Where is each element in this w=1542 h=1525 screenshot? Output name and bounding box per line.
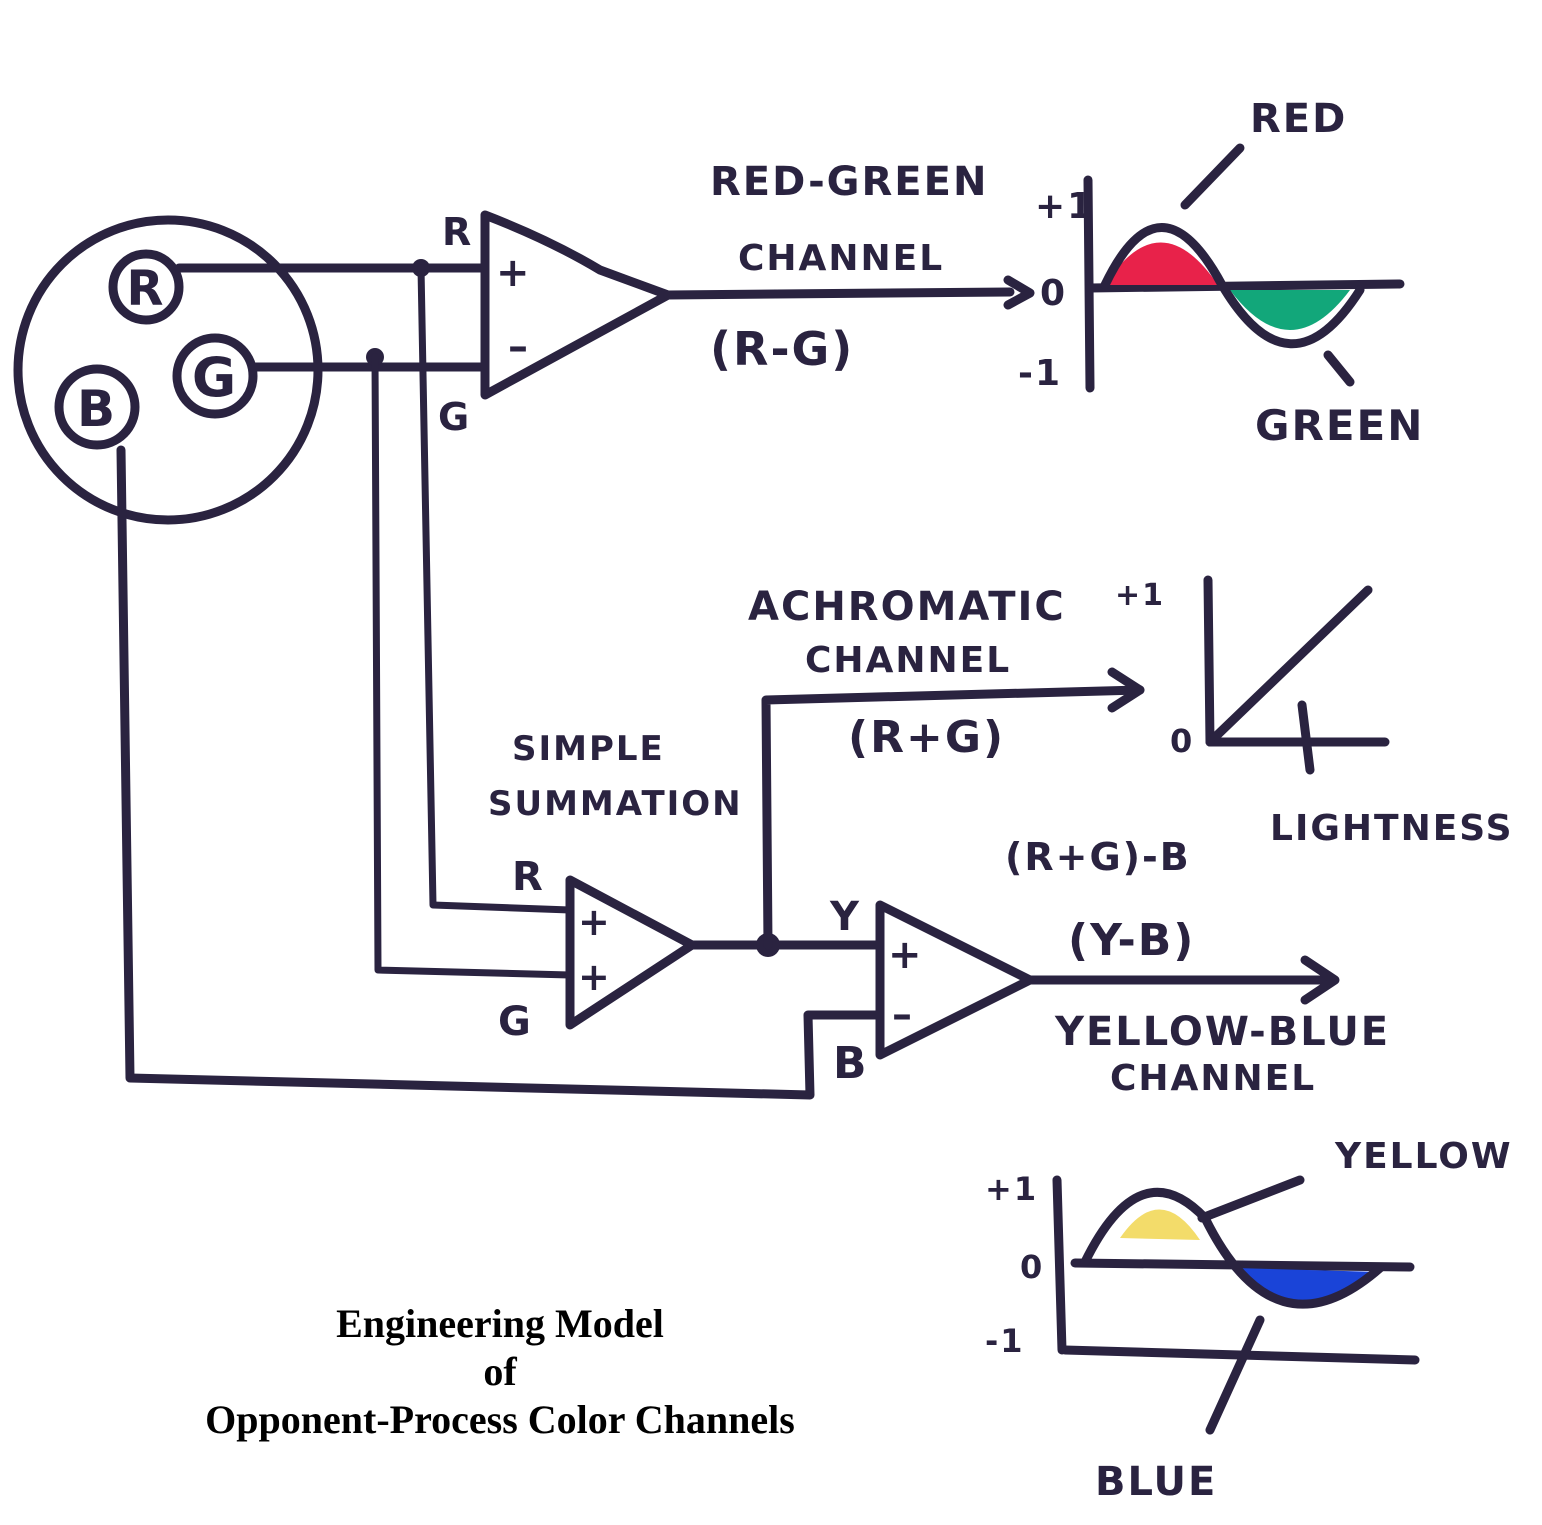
sum-amp-input-g: G	[498, 999, 533, 1045]
receptor-group: R G B	[13, 215, 323, 525]
rg-amp-triangle	[480, 210, 673, 400]
rg-output-wire	[663, 287, 1015, 300]
achromatic-channel: ACHROMATIC CHANNEL (R+G) +1 0 LIGHTNESS	[748, 575, 1514, 849]
caption-line-3: Opponent-Process Color Channels	[205, 1397, 795, 1442]
rg-red-leader	[1180, 143, 1245, 210]
rg-green-leader	[1323, 350, 1355, 387]
yb-amp-input-b: B	[833, 1038, 869, 1089]
yb-channel-label-1: YELLOW-BLUE	[1054, 1009, 1390, 1055]
rg-red-label: RED	[1250, 96, 1347, 142]
rg-positive-lobe-fill	[1105, 242, 1218, 285]
yb-formula: (Y-B)	[1068, 915, 1195, 966]
sum-amp-plus-2: +	[578, 955, 612, 999]
caption-line-1: Engineering Model	[336, 1301, 664, 1346]
rg-negative-lobe-fill	[1230, 290, 1350, 330]
achromatic-tick	[1297, 700, 1315, 775]
yb-yellow-leader	[1197, 1175, 1305, 1223]
lightness-line	[1205, 585, 1373, 747]
rg-green-label: GREEN	[1255, 401, 1424, 450]
yb-amp-plus: +	[888, 932, 924, 978]
achromatic-arrowhead	[1107, 667, 1145, 713]
sum-amp-input-r: R	[512, 854, 545, 900]
rg-tick-zero: 0	[1040, 273, 1067, 314]
receptor-r-label: R	[127, 261, 166, 317]
yb-blue-label: BLUE	[1095, 1459, 1217, 1505]
sum-amp-plus-1: +	[578, 900, 612, 944]
achromatic-wire	[761, 685, 1145, 950]
receptor-r-circle	[108, 249, 184, 325]
yb-positive-lobe-fill	[1120, 1209, 1200, 1240]
wire-b-to-yb-amp	[116, 445, 885, 1100]
rg-channel-formula: (R-G)	[710, 322, 854, 376]
diagram-caption: Engineering Model of Opponent-Process Co…	[100, 1300, 900, 1444]
rg-channel-label-1: RED-GREEN	[710, 159, 988, 205]
rg-amp-input-r: R	[442, 210, 473, 254]
yb-blue-leader	[1205, 1315, 1265, 1435]
achromatic-formula: (R+G)	[848, 712, 1005, 763]
receptor-g-label: G	[192, 346, 238, 409]
rg-amp-minus: –	[508, 324, 530, 370]
lightness-label: LIGHTNESS	[1270, 808, 1514, 849]
wire-g-down-to-sum	[371, 353, 574, 979]
sum-amp-triangle	[565, 875, 697, 1030]
summation-label-2: SUMMATION	[488, 784, 743, 824]
caption-line-2: of	[483, 1349, 517, 1394]
receptor-b-label: B	[77, 380, 117, 438]
rg-tick-plus1: +1	[1035, 186, 1094, 227]
rg-amp-input-g: G	[438, 395, 471, 439]
achromatic-tick-plus1: +1	[1115, 578, 1165, 613]
yellow-blue-plot: +1 0 -1 YELLOW BLUE	[985, 1136, 1513, 1505]
yb-yellow-label: YELLOW	[1334, 1136, 1513, 1177]
receptor-b-circle	[54, 364, 140, 450]
yb-tick-minus1: -1	[985, 1322, 1025, 1360]
wiring	[116, 259, 885, 1100]
achromatic-label-1: ACHROMATIC	[748, 584, 1066, 630]
yb-amp-minus: –	[892, 992, 914, 1038]
rg-channel-label-2: CHANNEL	[738, 238, 944, 279]
red-green-amplifier: R G + – RED-GREEN CHANNEL (R-G)	[438, 159, 1035, 439]
achromatic-label-2: CHANNEL	[805, 640, 1011, 681]
rg-plot-x-axis	[1085, 279, 1405, 293]
rg-amp-plus: +	[496, 250, 532, 296]
wire-r-down-to-sum	[417, 264, 574, 914]
yb-channel-label-2: CHANNEL	[1110, 1058, 1316, 1099]
yb-tick-zero: 0	[1020, 1248, 1044, 1286]
yellow-blue-amplifier: Y B + – (R+G)-B (Y-B) YELLOW-BLUE CHANNE…	[829, 835, 1390, 1099]
yb-formula-long: (R+G)-B	[1005, 835, 1191, 879]
rg-output-arrowhead	[1003, 275, 1035, 310]
rg-tick-minus1: -1	[1018, 353, 1062, 394]
yb-plot-y-axis	[1052, 1175, 1067, 1355]
achromatic-tick-zero: 0	[1170, 722, 1194, 760]
yb-tick-plus1: +1	[985, 1170, 1038, 1208]
yb-output-arrowhead	[1300, 955, 1340, 1005]
summation-amplifier: R G + + SIMPLE SUMMATION	[488, 667, 1145, 1045]
yb-amp-input-y: Y	[829, 894, 861, 940]
yb-amp-triangle	[875, 900, 1035, 1060]
summation-label-1: SIMPLE	[512, 729, 665, 769]
yb-sine-curve	[1080, 1187, 1385, 1309]
red-green-plot: +1 0 -1 RED GREEN	[1018, 96, 1424, 450]
yb-plot-x-axis-zero	[1070, 1258, 1415, 1272]
achromatic-y-axis	[1203, 575, 1215, 747]
receptor-g-circle	[172, 333, 258, 419]
rg-sine-curve	[1100, 223, 1365, 349]
